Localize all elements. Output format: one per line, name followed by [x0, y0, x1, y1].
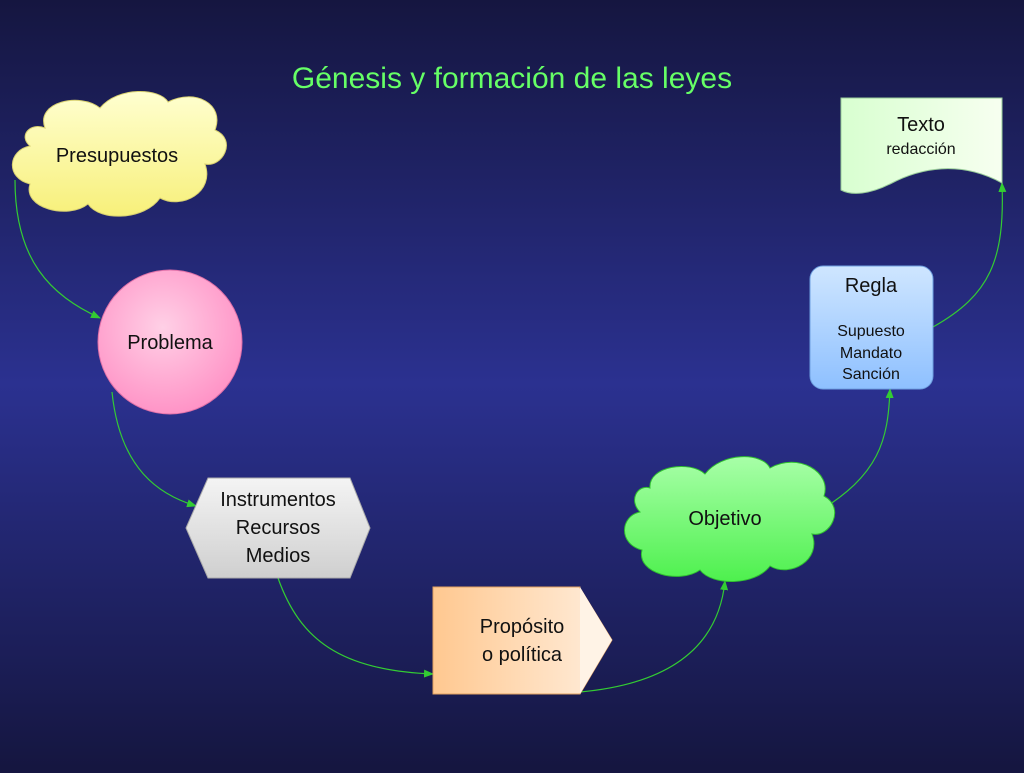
node-instrumentos: Instrumentos Recursos Medios	[185, 477, 371, 579]
node-regla: Regla Supuesto Mandato Sanción	[809, 265, 934, 390]
problema-label: Problema	[127, 332, 213, 354]
page-title: Génesis y formación de las leyes	[292, 62, 732, 95]
connector-regla-texto	[932, 182, 1007, 328]
regla-title: Regla	[845, 275, 898, 297]
texto-document-shape	[840, 97, 1003, 194]
instrumentos-line-1: Instrumentos	[220, 489, 336, 511]
connector-proposito-objetivo	[579, 580, 729, 693]
presupuestos-cloud-shape	[11, 91, 227, 217]
proposito-arrow-head	[580, 587, 612, 694]
connector-problema-instrumentos	[111, 391, 197, 508]
texto-title: Texto	[897, 114, 945, 136]
connector-presupuestos-problema	[14, 179, 101, 319]
connectors	[14, 179, 1007, 693]
node-proposito: Propósito o política	[432, 586, 613, 695]
texto-sublabel: redacción	[886, 141, 955, 158]
regla-line-1: Supuesto	[837, 323, 905, 340]
proposito-line-2: o política	[482, 644, 563, 666]
regla-line-3: Sanción	[842, 366, 900, 383]
problema-circle-shape	[97, 269, 243, 415]
instrumentos-line-2: Recursos	[236, 517, 320, 539]
node-problema: Problema	[97, 269, 243, 415]
instrumentos-hexagon-shape	[185, 477, 371, 579]
node-objetivo: Objetivo	[624, 456, 836, 582]
instrumentos-line-3: Medios	[246, 545, 310, 567]
node-texto: Texto redacción	[840, 97, 1003, 194]
objetivo-label: Objetivo	[688, 508, 761, 530]
node-presupuestos: Presupuestos	[11, 91, 227, 217]
connector-objetivo-regla	[815, 388, 894, 514]
connector-instrumentos-proposito	[277, 577, 434, 678]
regla-box-shape	[809, 265, 934, 390]
presupuestos-label: Presupuestos	[56, 145, 178, 167]
proposito-line-1: Propósito	[480, 616, 565, 638]
regla-line-2: Mandato	[840, 345, 902, 362]
objetivo-cloud-shape	[624, 456, 836, 582]
